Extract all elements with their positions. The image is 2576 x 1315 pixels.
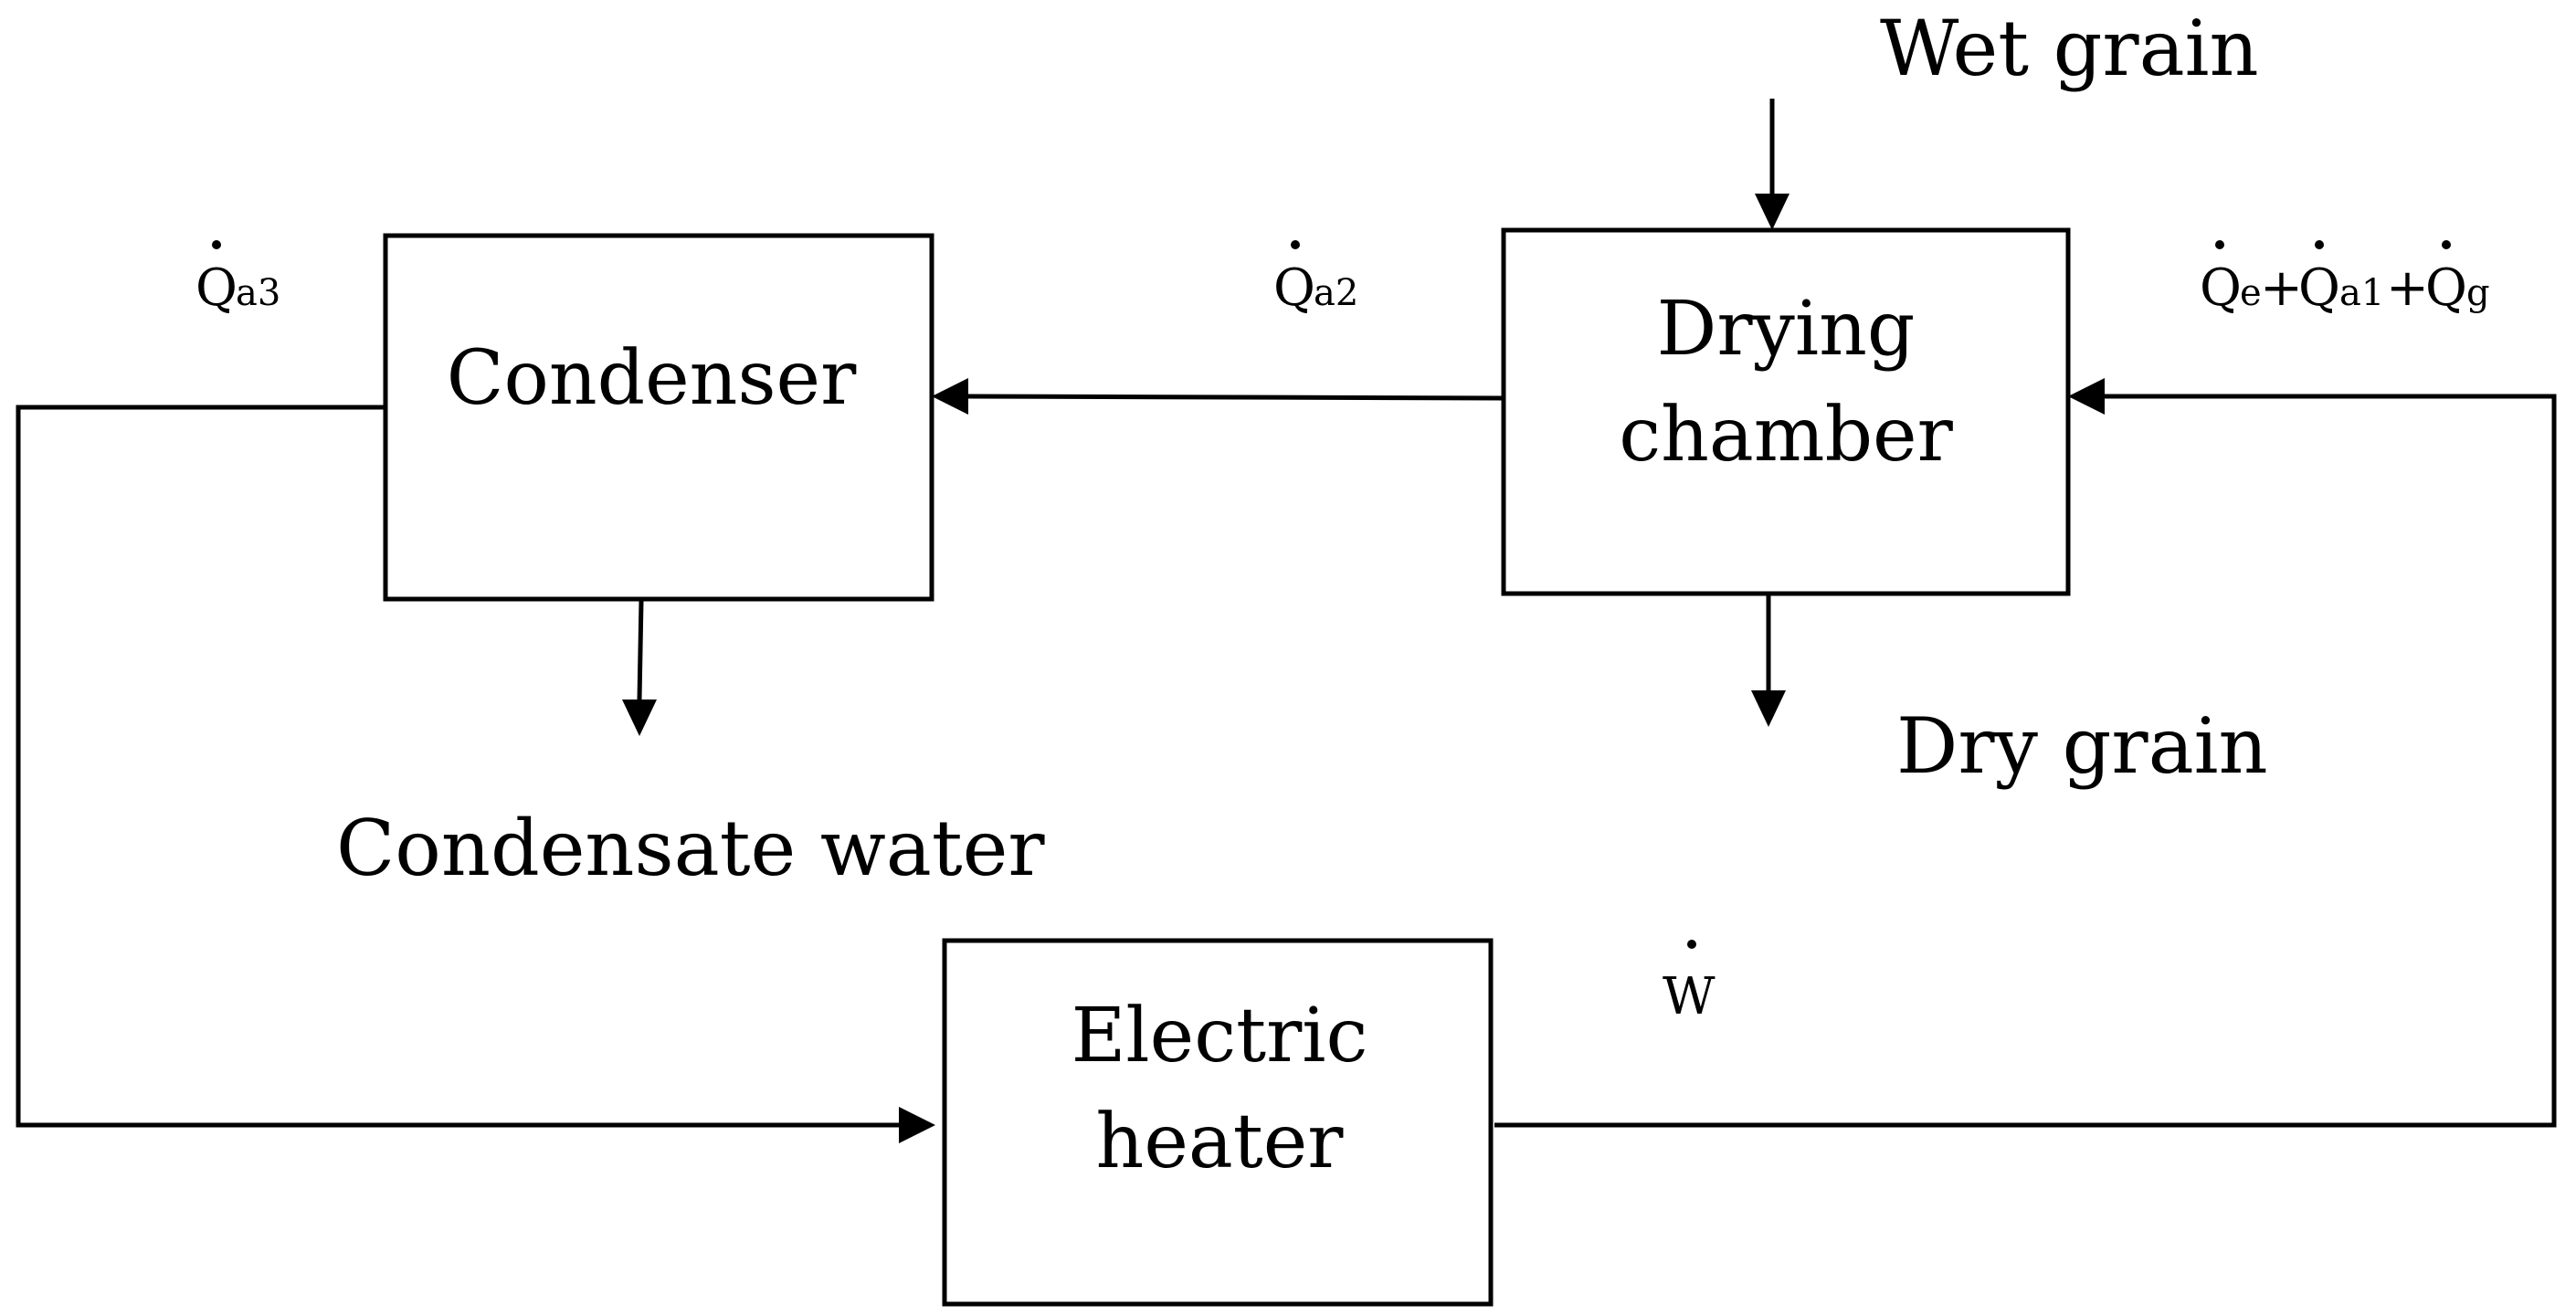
plus-sign-2: + (2386, 258, 2429, 318)
q-g-subscript: g (2466, 272, 2490, 314)
w-symbol: W (1663, 967, 1716, 1026)
q-e-dot (2215, 240, 2224, 249)
electric-heater-label-line1: Electric (1072, 993, 1368, 1079)
q-a1-subscript: a1 (2339, 272, 2384, 314)
chamber-to-condenser-line (967, 394, 1504, 401)
q-a2-dot (1291, 240, 1300, 249)
heater-to-chamber-return-line (1494, 394, 2557, 1128)
drying-chamber-block: Drying chamber (1501, 227, 2071, 596)
drying-chamber-label-line2: chamber (1619, 392, 1953, 479)
dry-grain-output-arrowhead (1751, 690, 1786, 727)
q-e-subscript: e (2240, 272, 2262, 314)
drying-chamber-box (1501, 227, 2071, 596)
condenser-label: Condenser (447, 335, 857, 422)
condensate-output-arrowhead (622, 700, 657, 736)
condensate-output-line (637, 600, 644, 700)
q-a2-label: Q a2 (1273, 240, 1358, 318)
q-a3-dot (212, 240, 221, 249)
electric-heater-label-line2: heater (1096, 1099, 1345, 1185)
q-a1-symbol: Q (2298, 258, 2340, 318)
q-a3-subscript: a3 (236, 272, 280, 314)
drying-chamber-label-line1: Drying (1657, 286, 1916, 373)
q-a3-label: Q a3 (195, 240, 280, 318)
q-g-symbol: Q (2425, 258, 2467, 318)
q-e-symbol: Q (2200, 258, 2242, 318)
q-a1-dot (2315, 240, 2324, 249)
dry-grain-label: Dry grain (1896, 701, 2268, 791)
wet-grain-arrowhead (1755, 194, 1789, 230)
electric-heater-block: Electric heater (942, 938, 1494, 1307)
condenser-block: Condenser (383, 233, 934, 602)
q-return-sum-label: Q e + Q a1 + Q g (2200, 240, 2490, 318)
w-dot (1687, 940, 1696, 949)
w-label: W (1663, 940, 1716, 1026)
q-a3-symbol: Q (195, 258, 238, 318)
condenser-to-heater-arrowhead (899, 1107, 935, 1143)
q-a2-subscript: a2 (1314, 272, 1358, 314)
condensate-water-label: Condensate water (336, 804, 1045, 893)
q-g-dot (2442, 240, 2451, 249)
condenser-box (383, 233, 934, 602)
electric-heater-box (942, 938, 1494, 1307)
q-a2-symbol: Q (1273, 258, 1315, 318)
wet-grain-label: Wet grain (1880, 4, 2259, 93)
condenser-to-heater-line (16, 405, 899, 1128)
heater-to-chamber-arrowhead (2068, 378, 2105, 415)
chamber-to-condenser-arrowhead (932, 378, 968, 415)
plus-sign-1: + (2260, 258, 2303, 318)
